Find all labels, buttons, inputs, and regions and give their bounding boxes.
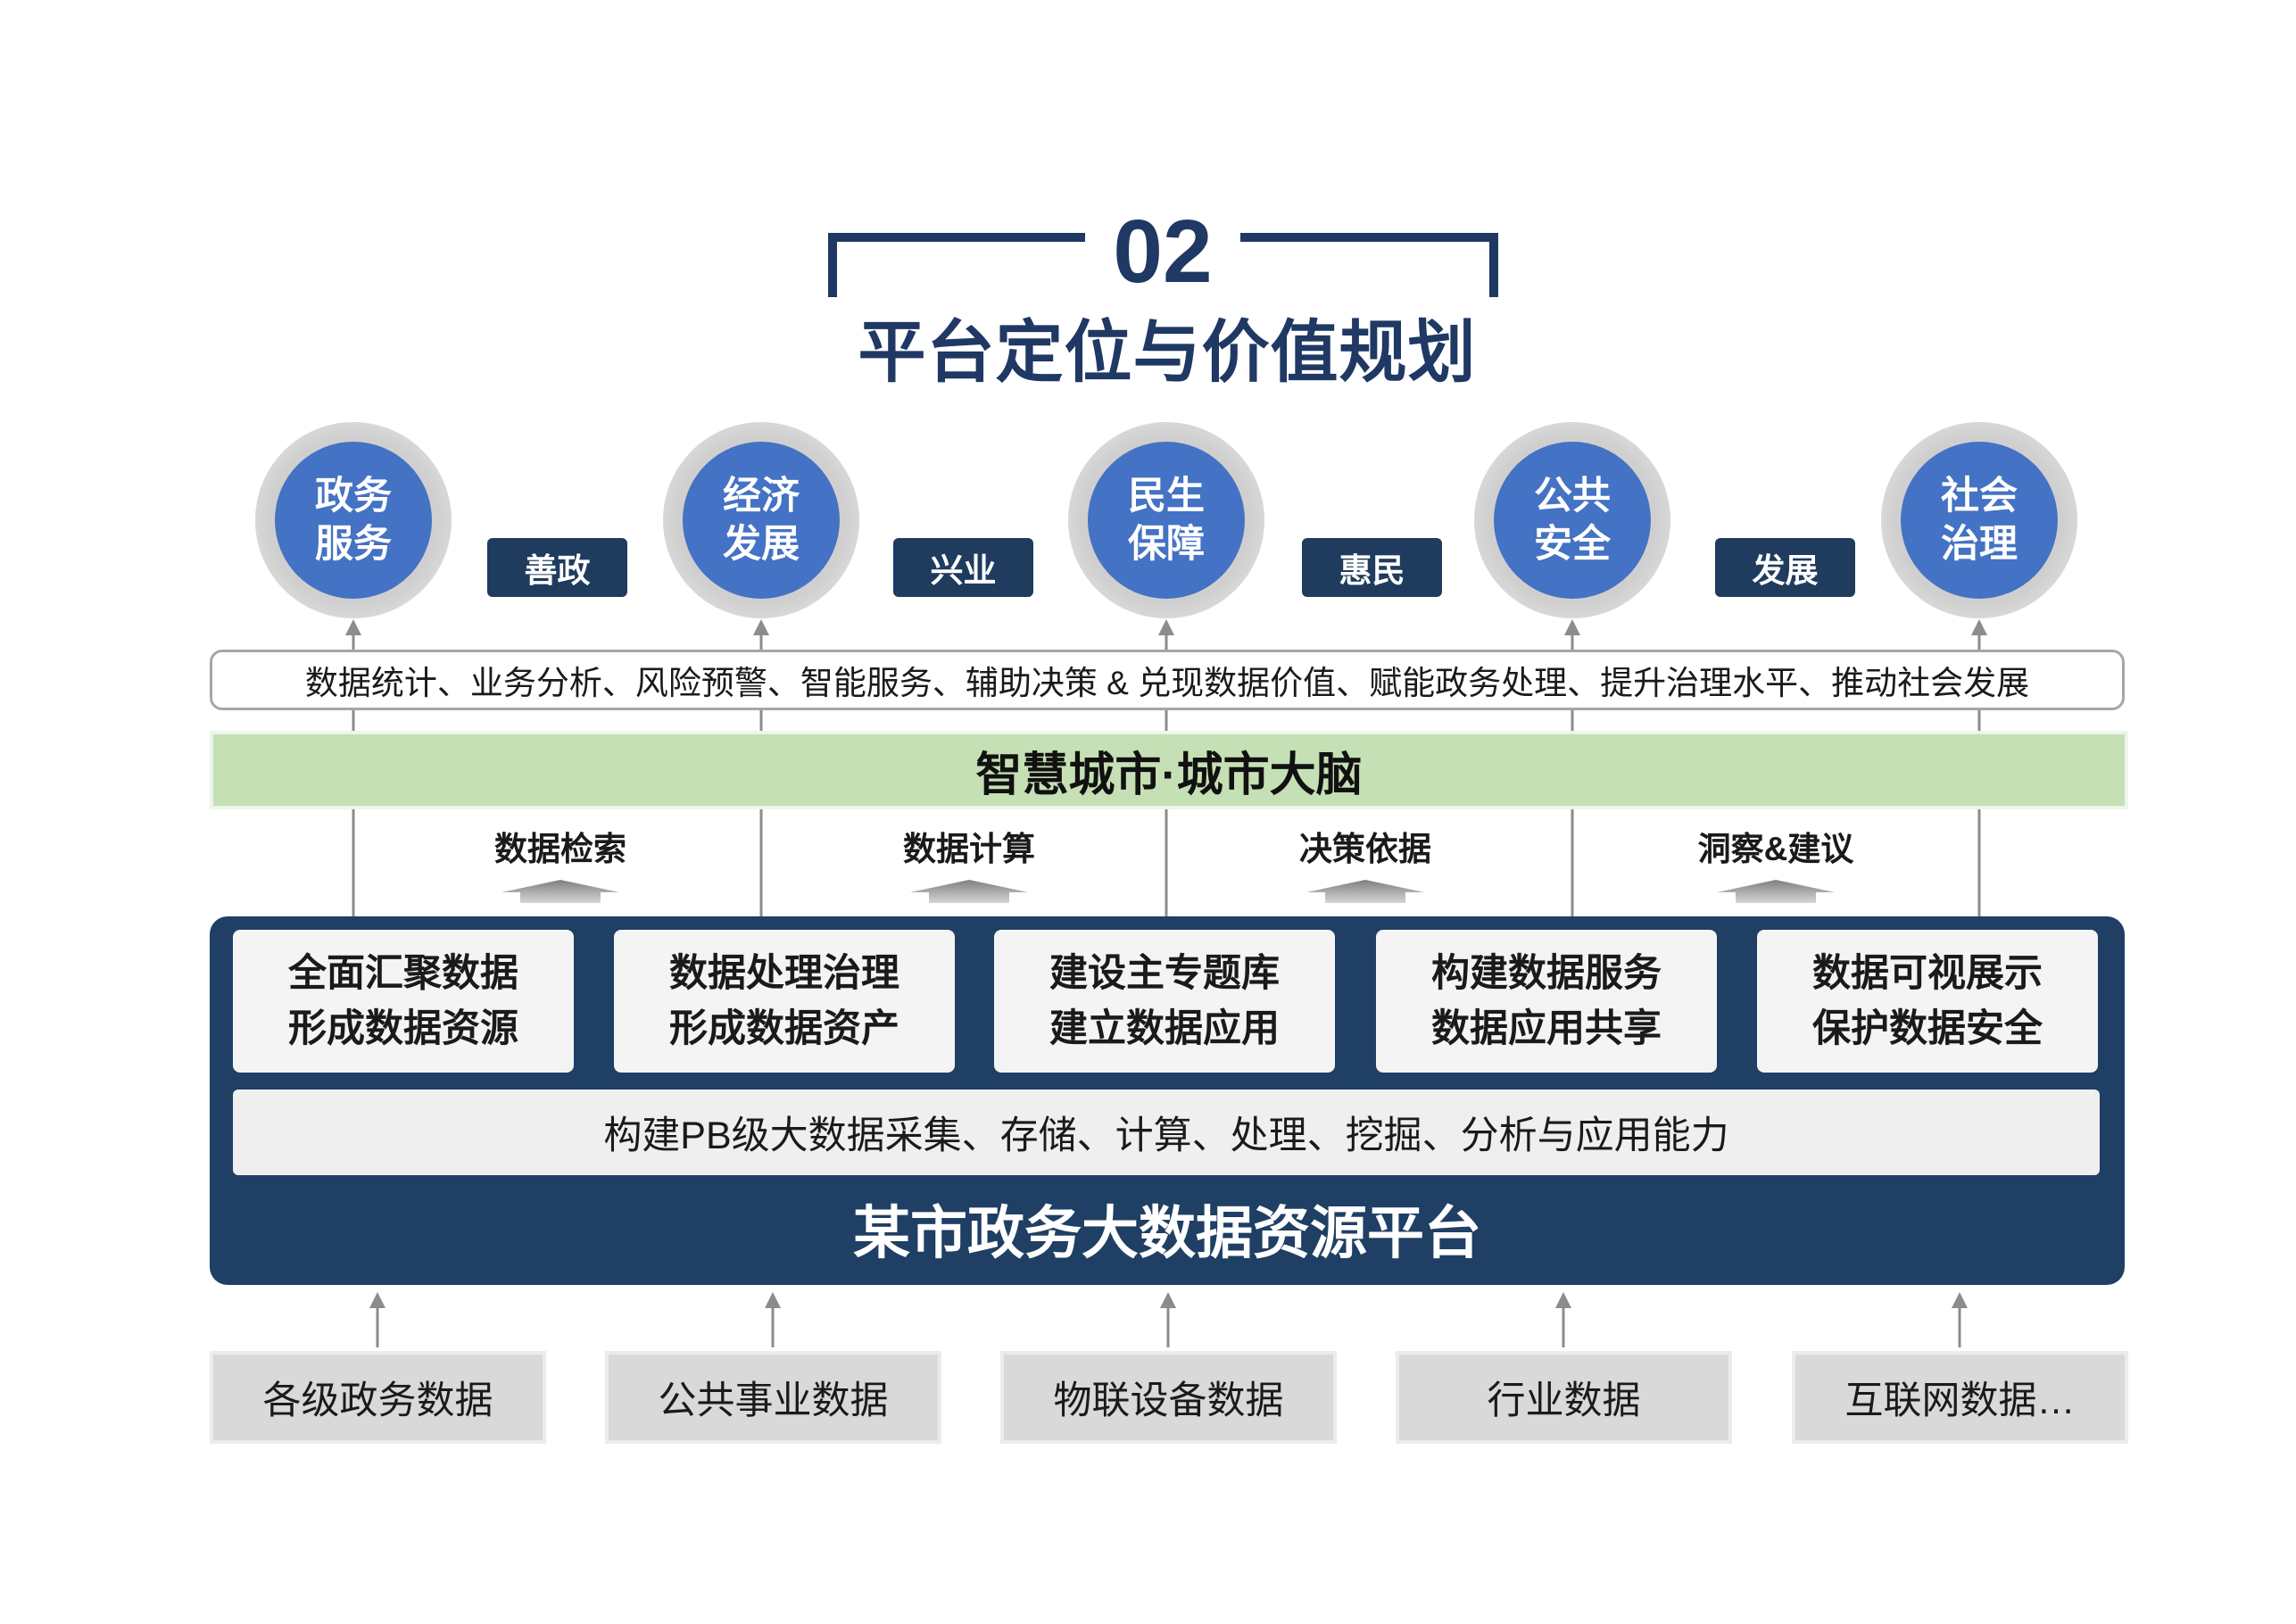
goal-label-line1: 民生 [1128, 475, 1205, 518]
connector-tag: 兴业 [893, 538, 1033, 597]
data-source-box: 物联设备数据 [1000, 1351, 1337, 1444]
capability-line1: 全面汇聚数据 [288, 952, 518, 995]
capability-card: 数据可视展示 保护数据安全 [1757, 930, 2098, 1073]
value-bar: 数据统计、业务分析、风险预警、智能服务、辅助决策 & 兑现数据价值、赋能政务处理… [210, 650, 2125, 710]
goal-arrow-head [1158, 619, 1174, 635]
flow-arrow-icon [1717, 880, 1835, 903]
goal-arrow-head [1564, 619, 1580, 635]
goal-circle-core: 社会 治理 [1901, 442, 2058, 599]
capability-line2: 形成数据资源 [288, 1007, 518, 1050]
capability-line2: 形成数据资产 [669, 1007, 899, 1050]
goal-circle: 公共 安全 [1474, 422, 1670, 618]
capability-card: 数据处理治理 形成数据资产 [614, 930, 955, 1073]
flow-label: 洞察&建议 [1697, 831, 1854, 867]
goal-arrows [345, 619, 1987, 650]
capability-line1: 构建数据服务 [1431, 952, 1662, 995]
goal-arrow-head [345, 619, 361, 635]
brain-bar-text: 智慧城市·城市大脑 [975, 749, 1363, 801]
capability-card: 构建数据服务 数据应用共享 [1376, 930, 1717, 1073]
capability-line2: 保护数据安全 [1812, 1007, 2043, 1050]
connector-tag: 善政 [487, 538, 627, 597]
connector-tag: 发展 [1715, 538, 1855, 597]
platform-foundation: 构建PB级大数据采集、存储、计算、处理、挖掘、分析与应用能力 [233, 1090, 2100, 1175]
flow-arrows [501, 880, 1835, 903]
flow-arrow-icon [501, 880, 619, 903]
section-number: 02 [1113, 202, 1213, 302]
goal-circle: 政务 服务 [255, 422, 452, 618]
data-source-box: 行业数据 [1396, 1351, 1732, 1444]
source-arrow-head [1952, 1292, 1968, 1308]
goal-circle: 民生 保障 [1068, 422, 1264, 618]
goal-arrow-head [753, 619, 769, 635]
data-source-box: 各级政务数据 [210, 1351, 546, 1444]
capability-line1: 数据处理治理 [669, 952, 899, 995]
capability-line1: 建设主专题库 [1049, 952, 1280, 995]
value-bar-text: 数据统计、业务分析、风险预警、智能服务、辅助决策 & 兑现数据价值、赋能政务处理… [304, 665, 2030, 701]
goal-label-line2: 保障 [1128, 523, 1205, 566]
source-arrow-head [1160, 1292, 1176, 1308]
data-source-box: 公共事业数据 [605, 1351, 941, 1444]
goal-circle-core: 政务 服务 [275, 442, 432, 599]
flow-label: 数据计算 [903, 831, 1035, 867]
goal-label-line1: 公共 [1534, 475, 1611, 518]
goal-circle-core: 公共 安全 [1494, 442, 1651, 599]
goal-label-line2: 服务 [315, 523, 392, 566]
goal-circle-core: 民生 保障 [1088, 442, 1245, 599]
goal-label-line2: 治理 [1941, 523, 2018, 566]
source-arrow-head [369, 1292, 385, 1308]
goal-label-line1: 政务 [315, 475, 392, 518]
goal-circle: 社会 治理 [1881, 422, 2077, 618]
brain-bar: 智慧城市·城市大脑 [210, 731, 2128, 809]
page-title: 平台定位与价值规划 [858, 315, 1477, 391]
source-arrow-head [765, 1292, 781, 1308]
capability-line1: 数据可视展示 [1812, 952, 2043, 995]
title-bracket-left [828, 233, 1085, 297]
source-arrow-head [1555, 1292, 1571, 1308]
capability-line2: 数据应用共享 [1431, 1007, 1662, 1050]
capability-card: 建设主专题库 建立数据应用 [994, 930, 1335, 1073]
flow-arrow-icon [1306, 880, 1424, 903]
platform-name: 某市政务大数据资源平台 [853, 1201, 1481, 1265]
capability-line2: 建立数据应用 [1049, 1007, 1280, 1050]
flow-label: 决策依据 [1299, 831, 1431, 867]
connector-tag: 惠民 [1302, 538, 1442, 597]
goal-arrow-head [1971, 619, 1987, 635]
capability-card: 全面汇聚数据 形成数据资源 [233, 930, 574, 1073]
source-arrows [369, 1292, 1968, 1347]
goal-label-line2: 安全 [1534, 523, 1611, 566]
goal-label-line1: 社会 [1941, 475, 2018, 518]
goal-circle: 经济 发展 [663, 422, 859, 618]
data-source-box: 互联网数据… [1792, 1351, 2128, 1444]
flow-label: 数据检索 [494, 831, 626, 867]
goal-label-line1: 经济 [723, 475, 800, 518]
goal-circle-core: 经济 发展 [683, 442, 840, 599]
goal-label-line2: 发展 [723, 523, 800, 566]
platform-foundation-text: 构建PB级大数据采集、存储、计算、处理、挖掘、分析与应用能力 [603, 1114, 1729, 1157]
vertical-connectors [352, 710, 1981, 916]
title-bracket-right [1240, 233, 1498, 297]
flow-arrow-icon [910, 880, 1028, 903]
